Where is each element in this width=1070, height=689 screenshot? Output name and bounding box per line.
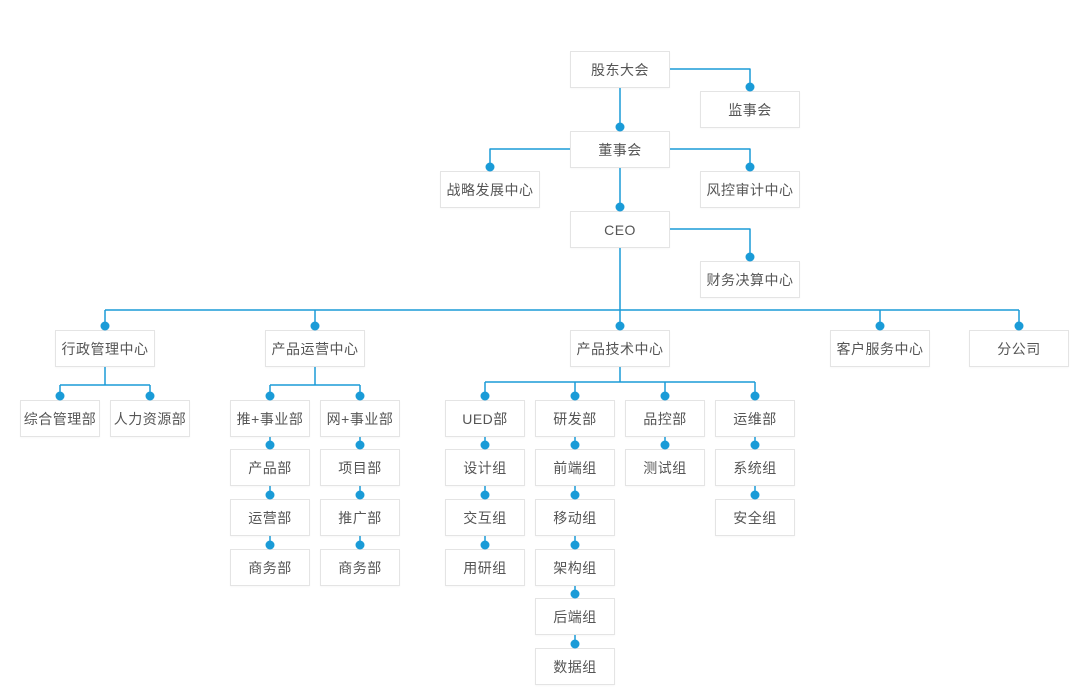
org-node-finance-center[interactable]: 财务决算中心: [700, 261, 800, 298]
org-node-shareholders-meeting[interactable]: 股东大会: [570, 51, 670, 88]
org-node-branch-company[interactable]: 分公司: [969, 330, 1069, 367]
org-node-data-group[interactable]: 数据组: [535, 648, 615, 685]
org-node-business-dept-b[interactable]: 商务部: [320, 549, 400, 586]
org-node-project-dept[interactable]: 项目部: [320, 449, 400, 486]
org-node-supervisory-board[interactable]: 监事会: [700, 91, 800, 128]
org-node-tui-business-dept[interactable]: 推+事业部: [230, 400, 310, 437]
org-node-ued-dept[interactable]: UED部: [445, 400, 525, 437]
org-node-product-tech-center[interactable]: 产品技术中心: [570, 330, 670, 367]
org-node-board-of-directors[interactable]: 董事会: [570, 131, 670, 168]
org-node-strategy-center[interactable]: 战略发展中心: [440, 171, 540, 208]
org-node-design-group[interactable]: 设计组: [445, 449, 525, 486]
org-node-backend-group[interactable]: 后端组: [535, 598, 615, 635]
org-node-ceo[interactable]: CEO: [570, 211, 670, 248]
org-node-hr-dept[interactable]: 人力资源部: [110, 400, 190, 437]
org-node-rd-dept[interactable]: 研发部: [535, 400, 615, 437]
org-node-general-admin-dept[interactable]: 综合管理部: [20, 400, 100, 437]
org-node-frontend-group[interactable]: 前端组: [535, 449, 615, 486]
org-node-architecture-group[interactable]: 架构组: [535, 549, 615, 586]
org-node-risk-audit-center[interactable]: 风控审计中心: [700, 171, 800, 208]
org-node-testing-group[interactable]: 测试组: [625, 449, 705, 486]
org-node-wang-business-dept[interactable]: 网+事业部: [320, 400, 400, 437]
org-node-product-ops-center[interactable]: 产品运营中心: [265, 330, 365, 367]
org-node-admin-center[interactable]: 行政管理中心: [55, 330, 155, 367]
org-node-mobile-group[interactable]: 移动组: [535, 499, 615, 536]
org-node-qc-dept[interactable]: 品控部: [625, 400, 705, 437]
org-node-customer-service-center[interactable]: 客户服务中心: [830, 330, 930, 367]
org-node-product-dept[interactable]: 产品部: [230, 449, 310, 486]
org-node-business-dept-a[interactable]: 商务部: [230, 549, 310, 586]
org-node-system-group[interactable]: 系统组: [715, 449, 795, 486]
org-node-interaction-group[interactable]: 交互组: [445, 499, 525, 536]
org-node-user-research-group[interactable]: 用研组: [445, 549, 525, 586]
org-node-operations-dept[interactable]: 运营部: [230, 499, 310, 536]
org-node-om-dept[interactable]: 运维部: [715, 400, 795, 437]
org-node-promotion-dept[interactable]: 推广部: [320, 499, 400, 536]
org-node-security-group[interactable]: 安全组: [715, 499, 795, 536]
